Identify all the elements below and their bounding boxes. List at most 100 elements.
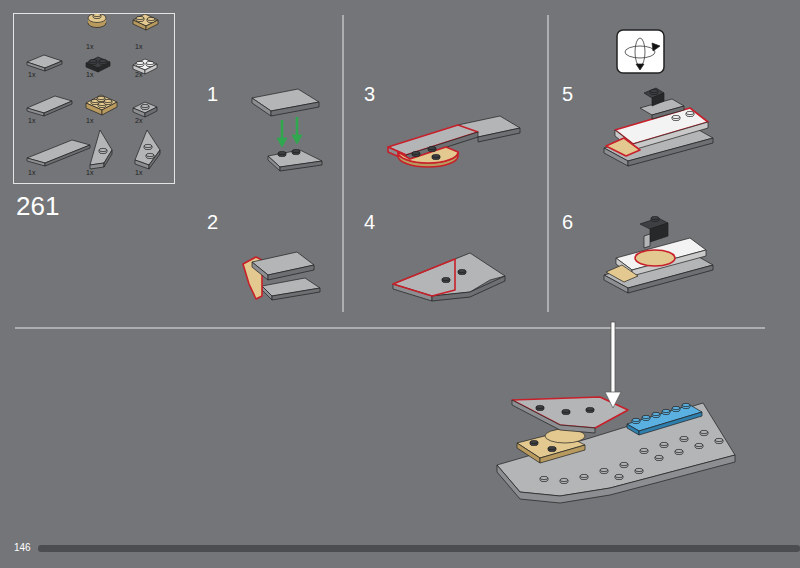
step-5-illustration [633, 122, 708, 150]
main-assembly-illustration [672, 406, 680, 411]
main-assembly-illustration [640, 448, 648, 453]
rotate-model-icon [625, 46, 655, 58]
step-5-illustration [686, 111, 694, 116]
step-3-illustration [432, 154, 440, 159]
main-assembly-illustration [675, 449, 683, 454]
part-icons [99, 148, 107, 153]
step-2-illustration [268, 265, 314, 280]
main-assembly-illustration [517, 443, 540, 463]
main-assembly-illustration [632, 418, 640, 423]
main-assembly-illustration [497, 455, 735, 503]
parts-list-box: 1x1x1x1x2x1x1x2x1x1x1x [13, 13, 175, 184]
part-count: 1x [28, 71, 35, 78]
main-assembly-illustration [680, 436, 688, 441]
step-4-illustration [458, 269, 466, 274]
placement-arrows [281, 120, 284, 140]
main-assembly-illustration [586, 407, 594, 412]
main-assembly-illustration [536, 405, 544, 410]
part-icons [104, 99, 112, 104]
step-1-illustration [280, 161, 322, 171]
step-1-illustration [252, 98, 271, 116]
part-icons [135, 130, 160, 165]
build-step-number: 261 [16, 193, 59, 219]
step-1-illustration [271, 102, 319, 116]
part-icons [144, 144, 152, 149]
main-assembly-illustration [580, 474, 588, 479]
callout-arrow [605, 392, 621, 408]
main-assembly-illustration [615, 474, 623, 479]
step-1-illustration [268, 156, 280, 171]
main-assembly-illustration [660, 442, 668, 447]
substep-number: 3 [364, 84, 375, 104]
part-icons [93, 13, 101, 18]
step-1-illustration [292, 135, 302, 144]
part-icons [45, 61, 62, 71]
main-assembly-illustration [695, 443, 703, 448]
step-3-illustration [412, 151, 420, 156]
step-6-illustration [650, 223, 668, 242]
step-5-illustration [606, 138, 640, 156]
part-count: 1x [28, 117, 35, 124]
step-6-illustration [644, 234, 650, 248]
divider-lines [548, 15, 549, 312]
part-count: 1x [135, 43, 142, 50]
step-6-illustration [606, 265, 638, 282]
part-icons [135, 160, 149, 169]
step-6-illustration [632, 250, 706, 276]
divider-lines [15, 15, 765, 328]
step-1-illustration [292, 149, 300, 154]
rotate-model-icon [617, 30, 664, 73]
divider-lines [343, 15, 344, 312]
step-5-illustration [652, 93, 664, 106]
main-assembly-illustration [682, 403, 690, 408]
part-icons [44, 101, 72, 116]
part-icons [27, 62, 45, 71]
main-assembly-illustration [540, 445, 585, 463]
substep-number: 2 [207, 212, 218, 232]
substep-number: 6 [562, 212, 573, 232]
rotate-model-icon [635, 38, 645, 66]
step-2-illustration [272, 288, 320, 300]
main-assembly-illustration [715, 438, 723, 443]
part-count: 1x [86, 43, 93, 50]
step-6-illustration [651, 216, 659, 221]
main-assembly-illustration [662, 409, 670, 414]
part-icons [141, 104, 149, 109]
rotate-model-icon [652, 43, 660, 51]
part-count: 2x [135, 71, 142, 78]
step-4-illustration [432, 276, 505, 301]
part-icons [136, 16, 144, 21]
step-6-illustration [635, 250, 675, 266]
main-assembly-illustration [635, 468, 643, 473]
step-2-illustration [252, 262, 268, 280]
part-count: 1x [86, 71, 93, 78]
part-count: 1x [86, 117, 93, 124]
part-icons [45, 145, 90, 166]
main-assembly-illustration [497, 397, 735, 503]
step-4-illustration [393, 259, 455, 296]
part-icons [89, 59, 97, 64]
rotate-model-icon [636, 64, 644, 70]
substep-number: 1 [207, 84, 218, 104]
callout-arrow [605, 322, 621, 408]
part-count: 1x [135, 169, 142, 176]
main-assembly-illustration [627, 424, 639, 435]
part-count: 1x [86, 169, 93, 176]
step-4-illustration [393, 253, 505, 296]
main-assembly-illustration [639, 412, 702, 435]
callout-arrow [611, 322, 615, 394]
main-assembly-illustration [530, 440, 538, 445]
part-icons [90, 163, 104, 169]
step-5-illustration [604, 88, 713, 166]
step-2-illustration [262, 286, 272, 300]
main-assembly-illustration [560, 478, 568, 483]
step-5-illustration [672, 115, 680, 120]
main-assembly-illustration [700, 430, 708, 435]
substep-number: 5 [562, 84, 573, 104]
step-3-illustration [478, 128, 520, 142]
main-assembly-illustration [642, 415, 650, 420]
part-count: 1x [28, 169, 35, 176]
step-6-illustration [604, 216, 713, 293]
page-progress-bar [38, 545, 800, 552]
